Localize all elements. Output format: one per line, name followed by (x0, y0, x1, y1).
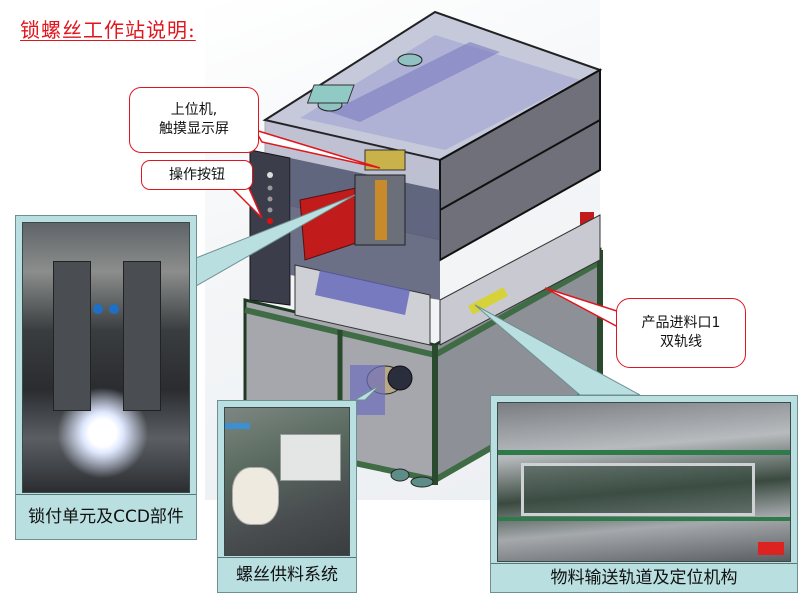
panel-screw-feeder: 螺丝供料系统 (217, 400, 357, 593)
locking-unit-caption: 锁付单元及CCD部件 (16, 494, 196, 539)
callout-operation-buttons-label: 操作按钮 (169, 166, 225, 183)
callout-product-infeed-line1: 产品进料口1 (641, 315, 721, 331)
screw-feeder-photo (224, 407, 350, 556)
panel-locking-unit: 锁付单元及CCD部件 (15, 215, 197, 540)
callout-host-pc: 上位机, 触摸显示屏 (129, 87, 259, 153)
locking-unit-photo (22, 222, 190, 493)
callout-host-pc-line2: 触摸显示屏 (159, 121, 229, 137)
callout-host-pc-line1: 上位机, (170, 102, 218, 118)
callout-product-infeed: 产品进料口1 双轨线 (616, 298, 746, 368)
callout-operation-buttons: 操作按钮 (141, 160, 253, 190)
conveyor-photo (497, 402, 791, 562)
screw-feeder-caption: 螺丝供料系统 (218, 557, 356, 592)
callout-product-infeed-line2: 双轨线 (660, 334, 702, 350)
conveyor-caption: 物料输送轨道及定位机构 (491, 563, 797, 592)
panel-conveyor: 物料输送轨道及定位机构 (490, 395, 798, 593)
page-title: 锁螺丝工作站说明: (20, 18, 196, 42)
